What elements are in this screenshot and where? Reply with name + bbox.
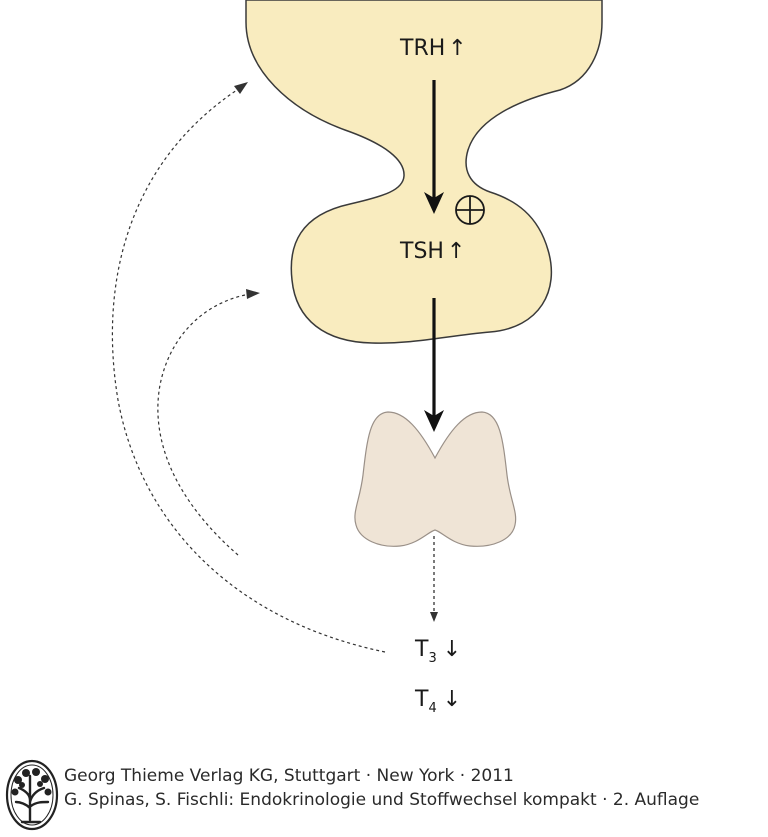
- thyroid-gland-shape: [354, 411, 517, 547]
- feedback-to-hypothalamus-arrow: [111, 82, 386, 653]
- hypothalamus-pituitary-shape: [245, 0, 603, 344]
- t4-label: T4↓: [414, 687, 461, 716]
- trh-to-tsh-arrow: [424, 80, 444, 214]
- feedback-to-pituitary-arrow: [157, 289, 260, 556]
- thyroid-to-hormones-arrow: [430, 536, 438, 622]
- stimulation-plus-icon: [455, 195, 485, 225]
- t3-label: T3↓: [414, 637, 461, 666]
- footer-citation-line: G. Spinas, S. Fischli: Endokrinologie un…: [64, 790, 700, 810]
- publisher-footer: Georg Thieme Verlag KG, Stuttgart · New …: [0, 750, 768, 837]
- tsh-to-thyroid-arrow: [424, 298, 444, 432]
- thieme-tree-logo-icon: [5, 759, 59, 831]
- footer-publisher-line: Georg Thieme Verlag KG, Stuttgart · New …: [64, 766, 514, 786]
- tsh-label: TSH↑: [399, 239, 465, 264]
- trh-label: TRH↑: [399, 36, 467, 61]
